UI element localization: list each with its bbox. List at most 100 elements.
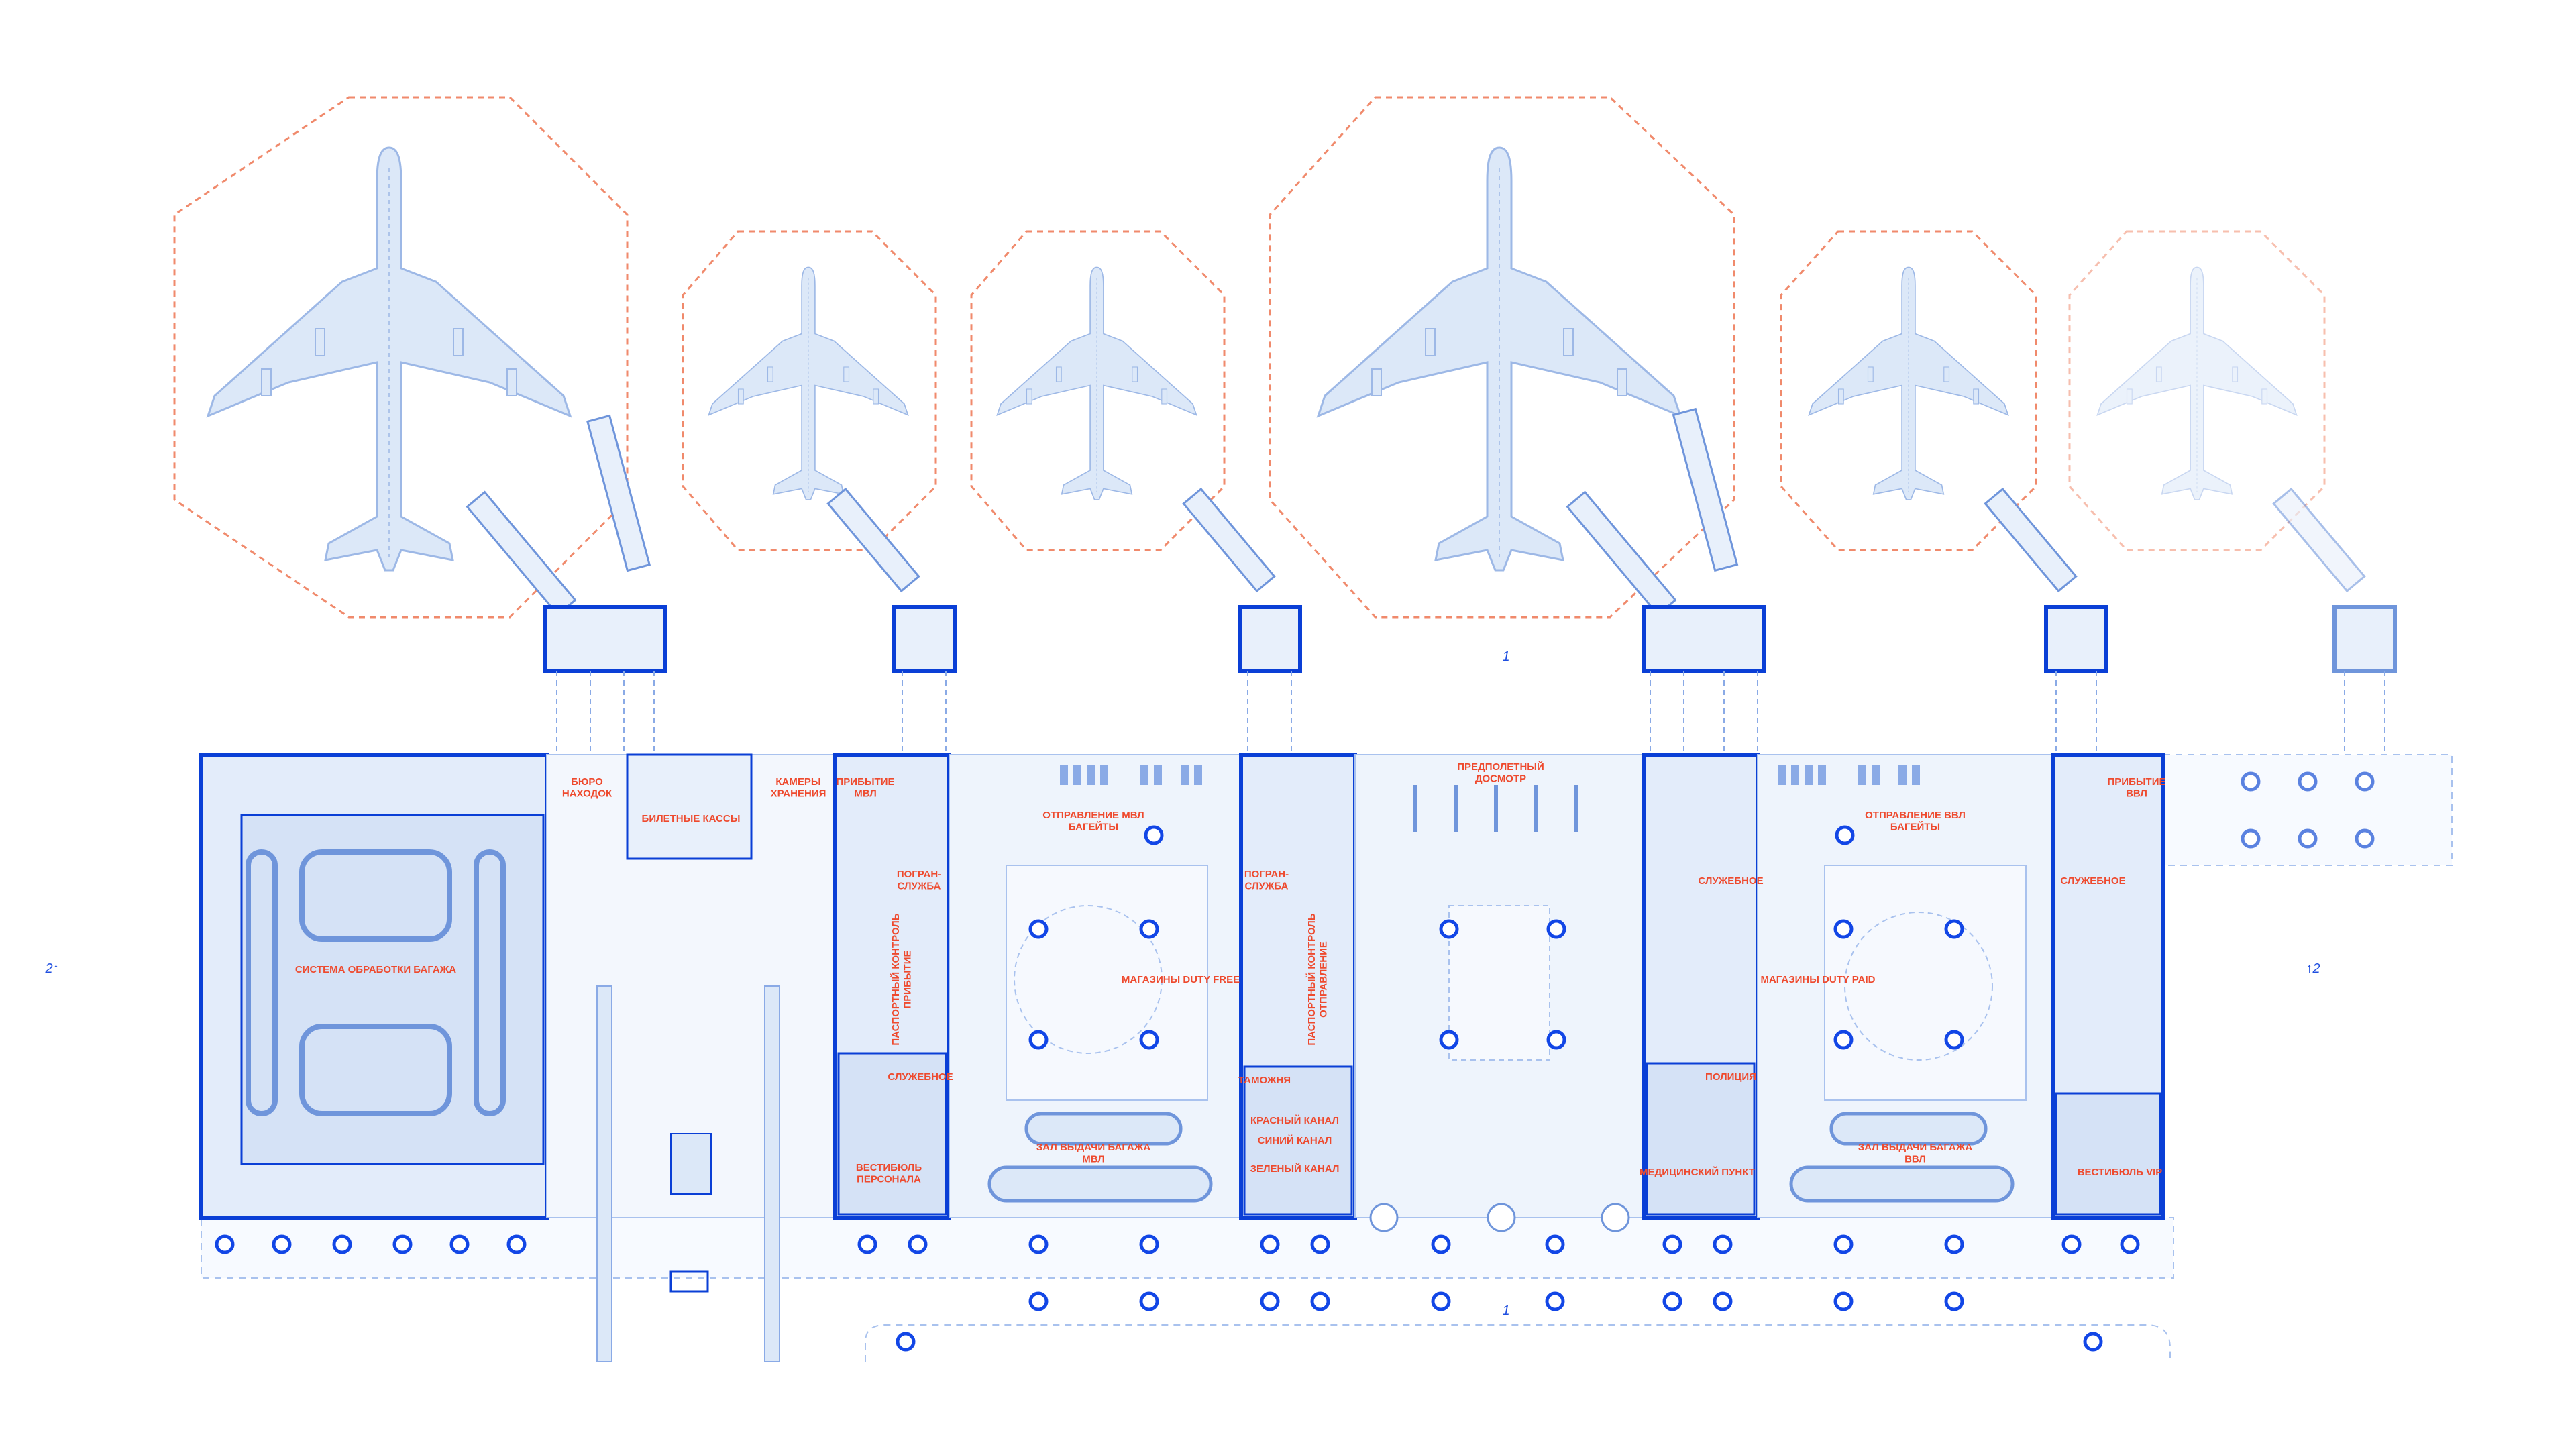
column-marker-icon bbox=[2355, 828, 2375, 849]
column-marker-icon bbox=[1944, 919, 1964, 939]
column-marker-icon bbox=[1944, 1291, 1964, 1311]
column-marker-icon bbox=[1028, 1291, 1049, 1311]
stand-2 bbox=[682, 230, 937, 551]
jet-bridge-icon bbox=[1566, 490, 1677, 616]
column-marker-icon bbox=[908, 1234, 928, 1254]
label-blue-channel: СИНИЙ КАНАЛ bbox=[1258, 1134, 1332, 1146]
stand-3-outline bbox=[970, 230, 1226, 551]
baggage-belt bbox=[474, 849, 506, 1116]
gate-modules bbox=[543, 605, 2397, 673]
stand-4 bbox=[1269, 96, 1735, 619]
gate-module bbox=[1238, 605, 1302, 673]
axis-mark-bottom: 1 bbox=[1502, 1303, 1509, 1318]
label-vestibule-vip: ВЕСТИБЮЛЬ VIP bbox=[2078, 1167, 2163, 1178]
column-marker-icon bbox=[1833, 1030, 1854, 1050]
column-marker-icon bbox=[1662, 1291, 1682, 1311]
baggage-belt bbox=[246, 849, 278, 1116]
duty-paid-circle bbox=[1844, 912, 1993, 1061]
label-baggage-system: СИСТЕМА ОБРАБОТКИ БАГАЖА bbox=[295, 964, 456, 975]
escalator bbox=[596, 985, 612, 1362]
label-duty-paid: МАГАЗИНЫ DUTY PAID bbox=[1760, 974, 1875, 985]
stand-5 bbox=[1780, 230, 2037, 551]
label-red-channel: КРАСНЫЙ КАНАЛ bbox=[1250, 1114, 1339, 1126]
axis-mark-right: ↑2 bbox=[2306, 961, 2320, 976]
column-marker-icon bbox=[1944, 1234, 1964, 1254]
column-marker-icon bbox=[506, 1234, 527, 1254]
column-marker-icon bbox=[1439, 919, 1459, 939]
escalator bbox=[764, 985, 780, 1362]
customs-rooms bbox=[1243, 1065, 1353, 1216]
column-marker-icon bbox=[1028, 1030, 1049, 1050]
intl-core-rooms bbox=[837, 1052, 947, 1216]
column-marker-icon bbox=[392, 1234, 413, 1254]
stand-5-outline bbox=[1780, 230, 2037, 551]
baggage-loop bbox=[299, 849, 452, 942]
column-marker-icon bbox=[215, 1234, 235, 1254]
column-marker-icon bbox=[1260, 1234, 1280, 1254]
revolving-door bbox=[1487, 1203, 1516, 1232]
label-service-3: СЛУЖЕБНОЕ bbox=[2060, 875, 2125, 887]
duty-free-circle bbox=[1014, 905, 1163, 1054]
duty-free-zone bbox=[1006, 865, 1208, 1101]
column-marker-icon bbox=[2241, 771, 2261, 792]
airplane-icon bbox=[2096, 266, 2298, 500]
revolving-door bbox=[1601, 1203, 1630, 1232]
stair bbox=[670, 1133, 712, 1195]
stand-1-outline bbox=[173, 96, 629, 619]
airplane-icon bbox=[207, 146, 572, 572]
column-marker-icon bbox=[1028, 919, 1049, 939]
stand-6 bbox=[2068, 230, 2326, 551]
column-marker-icon bbox=[2241, 828, 2261, 849]
label-green-channel: ЗЕЛЕНЫЙ КАНАЛ bbox=[1250, 1163, 1340, 1175]
right-core-rooms bbox=[2055, 1092, 2161, 1216]
column-marker-icon bbox=[1310, 1234, 1330, 1254]
column-marker-icon bbox=[332, 1234, 352, 1254]
column-marker-icon bbox=[1545, 1291, 1565, 1311]
forecourt-road bbox=[865, 1324, 2171, 1362]
column-marker-icon bbox=[1431, 1291, 1451, 1311]
label-duty-free: МАГАЗИНЫ DUTY FREE bbox=[1122, 974, 1240, 985]
column-marker-icon bbox=[1833, 919, 1854, 939]
gate-module bbox=[892, 605, 957, 673]
structural-columns bbox=[215, 771, 2375, 1352]
airplane-icon bbox=[1808, 266, 2009, 500]
gate-module bbox=[2332, 605, 2397, 673]
revolving-door bbox=[1369, 1203, 1399, 1232]
baggage-claim-belt bbox=[1024, 1112, 1183, 1146]
airplane-icon bbox=[708, 266, 909, 500]
expansion-zone bbox=[2163, 754, 2453, 866]
column-marker-icon bbox=[1713, 1291, 1733, 1311]
column-marker-icon bbox=[2061, 1234, 2082, 1254]
jet-bridge-icon bbox=[466, 490, 577, 616]
gate-connectors bbox=[556, 671, 2385, 755]
jet-bridge-icon bbox=[1182, 487, 1276, 593]
terminal-building bbox=[199, 753, 2453, 1362]
column-marker-icon bbox=[1545, 1234, 1565, 1254]
jet-bridges bbox=[466, 407, 2366, 616]
baggage-claim-belt bbox=[1789, 1165, 2015, 1203]
column-marker-icon bbox=[1310, 1291, 1330, 1311]
column-marker-icon bbox=[449, 1234, 470, 1254]
column-marker-icon bbox=[1439, 1030, 1459, 1050]
column-marker-icon bbox=[272, 1234, 292, 1254]
column-marker-icon bbox=[2083, 1332, 2103, 1352]
column-marker-icon bbox=[1139, 1234, 1159, 1254]
column-marker-icon bbox=[2120, 1234, 2140, 1254]
column-marker-icon bbox=[1546, 1030, 1566, 1050]
label-service-1: СЛУЖЕБНОЕ bbox=[888, 1071, 953, 1083]
baggage-loop bbox=[299, 1024, 452, 1116]
column-marker-icon bbox=[2355, 771, 2375, 792]
jet-bridge-icon bbox=[2272, 487, 2366, 593]
domestic-core-rooms bbox=[1646, 1062, 1756, 1216]
column-marker-icon bbox=[2298, 771, 2318, 792]
column-marker-icon bbox=[1833, 1291, 1854, 1311]
axis-mark-top: 1 bbox=[1502, 649, 1509, 664]
